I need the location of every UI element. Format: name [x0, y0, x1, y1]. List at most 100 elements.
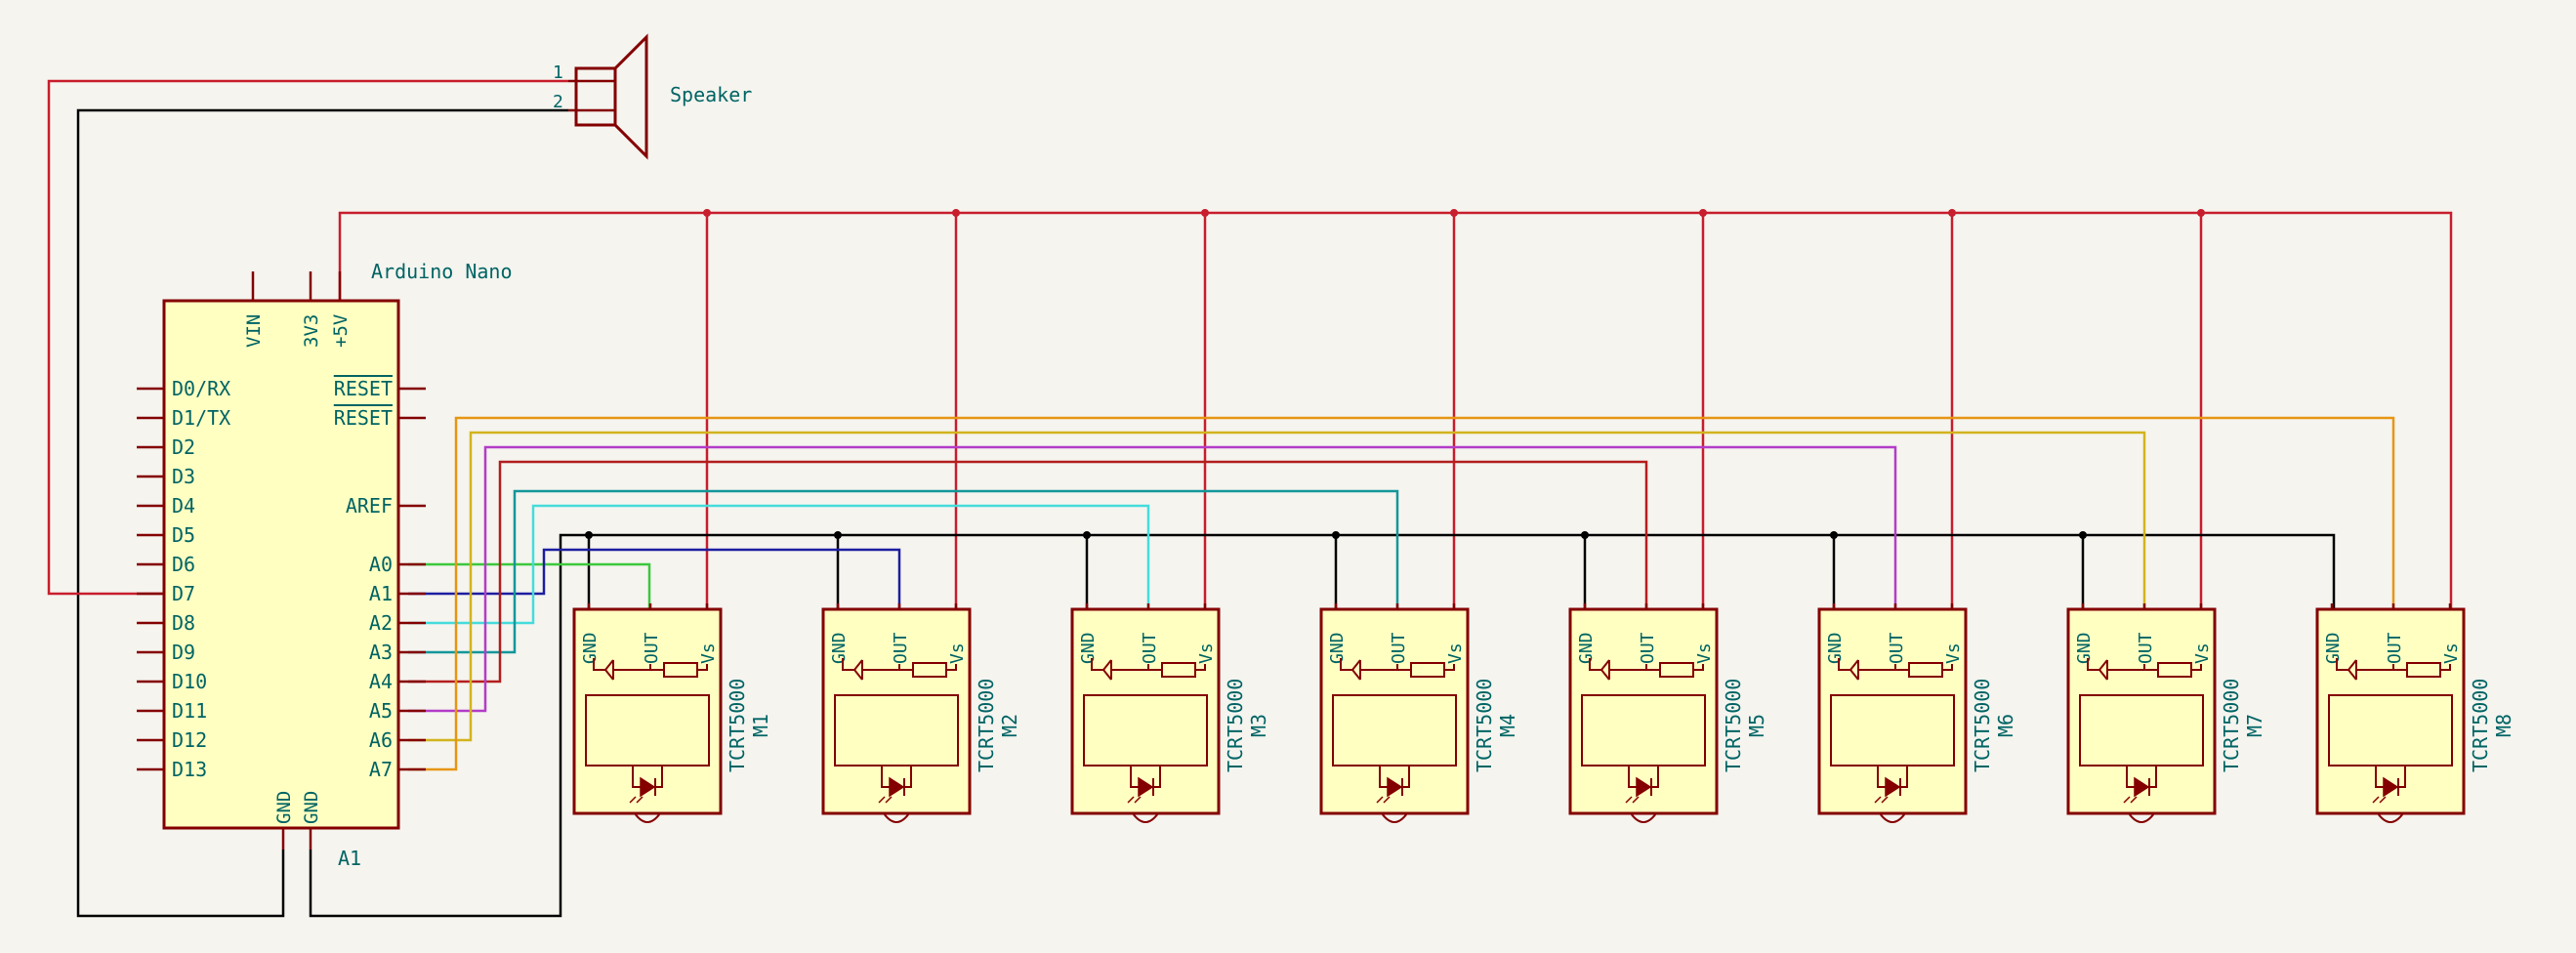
led-icon [889, 776, 905, 798]
transistor-symbol [1340, 658, 1361, 671]
sensor-pin-label-out: OUT [1638, 632, 1658, 664]
sensor-pin-label-vs: Vs [698, 642, 719, 664]
signal-wire-a1 [408, 548, 901, 609]
sensor-ref-label: M2 [998, 714, 1021, 737]
arduino-gnd-pin-label: GND [273, 791, 295, 824]
sensor-lens-arc [2377, 812, 2404, 823]
speaker-label: Speaker [670, 83, 752, 106]
sensor-pin-label-out: OUT [1389, 632, 1409, 664]
led-icon [1885, 776, 1901, 798]
led-ray [2130, 796, 2138, 804]
signal-wire-a6 [408, 431, 2146, 742]
led-icon [640, 776, 656, 798]
transistor-emitter [1102, 669, 1112, 681]
sensor-ref-label: M3 [1247, 714, 1270, 737]
sensor-pin-label-gnd: GND [1576, 632, 1597, 664]
sensor-pin-label-gnd: GND [2323, 632, 2344, 664]
signal-wire-a5 [408, 445, 1897, 713]
led-ray [1881, 796, 1889, 804]
arduino-pin-d10: D10 [172, 670, 207, 693]
sensor-inner-box [1830, 694, 1955, 767]
signal-wire-a0 [408, 562, 651, 609]
sensor-pin-label-vs: Vs [947, 642, 968, 664]
sensor-ref-label: M8 [2492, 714, 2515, 737]
sensor-inner-box [834, 694, 959, 767]
led-icon [2134, 776, 2150, 798]
arduino-pin-d2: D2 [172, 435, 195, 459]
signal-wire-a3 [408, 489, 1399, 654]
led-ray [1376, 796, 1384, 804]
vs-link [697, 664, 708, 671]
sensor-inner-box [1581, 694, 1706, 767]
arduino-pin-a5: A5 [369, 699, 393, 723]
transistor-symbol [1589, 658, 1610, 671]
vs-link [946, 664, 957, 671]
vs-link [1444, 664, 1455, 671]
arduino-pin-reset: RESET [334, 377, 393, 400]
arduino-pin-a4: A4 [369, 670, 393, 693]
sensor-inner-box [1083, 694, 1208, 767]
sensor-ref-label: M6 [1994, 714, 2017, 737]
led-icon [1636, 776, 1652, 798]
arduino-pin-d6: D6 [172, 553, 195, 576]
speaker-cone [613, 33, 648, 160]
arduino-unit-ref: A1 [338, 847, 361, 870]
sensor-value-label: TCRT5000 [726, 679, 749, 772]
led-ray [1127, 796, 1135, 804]
sensor-body [572, 607, 723, 815]
led-ray [1632, 796, 1640, 804]
sensor-body [1070, 607, 1221, 815]
arduino-pin-d1-tx: D1/TX [172, 406, 230, 430]
arduino-gnd-pin-label: GND [301, 791, 322, 824]
sensor-value-label: TCRT5000 [2469, 679, 2492, 772]
gnd-return-wire [309, 533, 588, 918]
sensor-pin-label-vs: Vs [1694, 642, 1715, 664]
led-ray [2372, 796, 2380, 804]
transistor-symbol [1838, 658, 1859, 671]
sensor-inner-box [585, 694, 710, 767]
sensor-ref-label: M1 [749, 714, 772, 737]
vs-link [1942, 664, 1953, 671]
arduino-pin-d0-rx: D0/RX [172, 377, 230, 400]
arduino-pin-d9: D9 [172, 641, 195, 664]
led-ray [1874, 796, 1882, 804]
led-ray [1383, 796, 1391, 804]
transistor-emitter [853, 669, 863, 681]
led-ray [885, 796, 893, 804]
sensor-value-label: TCRT5000 [1971, 679, 1994, 772]
sensor-lens-arc [634, 812, 661, 823]
sensor-pin-label-gnd: GND [1327, 632, 1348, 664]
sensor-lens-arc [2128, 812, 2155, 823]
arduino-pin-a6: A6 [369, 728, 393, 752]
sensor-lens-arc [1879, 812, 1906, 823]
arduino-pin-d7: D7 [172, 582, 195, 605]
arduino-pin-d11: D11 [172, 699, 207, 723]
speaker-gnd-wire [76, 108, 568, 918]
sensor-pin-label-gnd: GND [1078, 632, 1099, 664]
sensor-value-label: TCRT5000 [2220, 679, 2243, 772]
transistor-symbol [842, 658, 863, 671]
sensor-lens-arc [883, 812, 910, 823]
led-ray [2379, 796, 2387, 804]
led-ray [2123, 796, 2131, 804]
arduino-pin-d3: D3 [172, 465, 195, 488]
sensor-inner-box [2079, 694, 2204, 767]
signal-wire-a7 [408, 416, 2395, 771]
sensor-pin-label-gnd: GND [2074, 632, 2095, 664]
sensor-inner-box [1332, 694, 1457, 767]
sensor-body [2066, 607, 2217, 815]
sensor-body [2315, 607, 2466, 815]
arduino-pin-d12: D12 [172, 728, 207, 752]
